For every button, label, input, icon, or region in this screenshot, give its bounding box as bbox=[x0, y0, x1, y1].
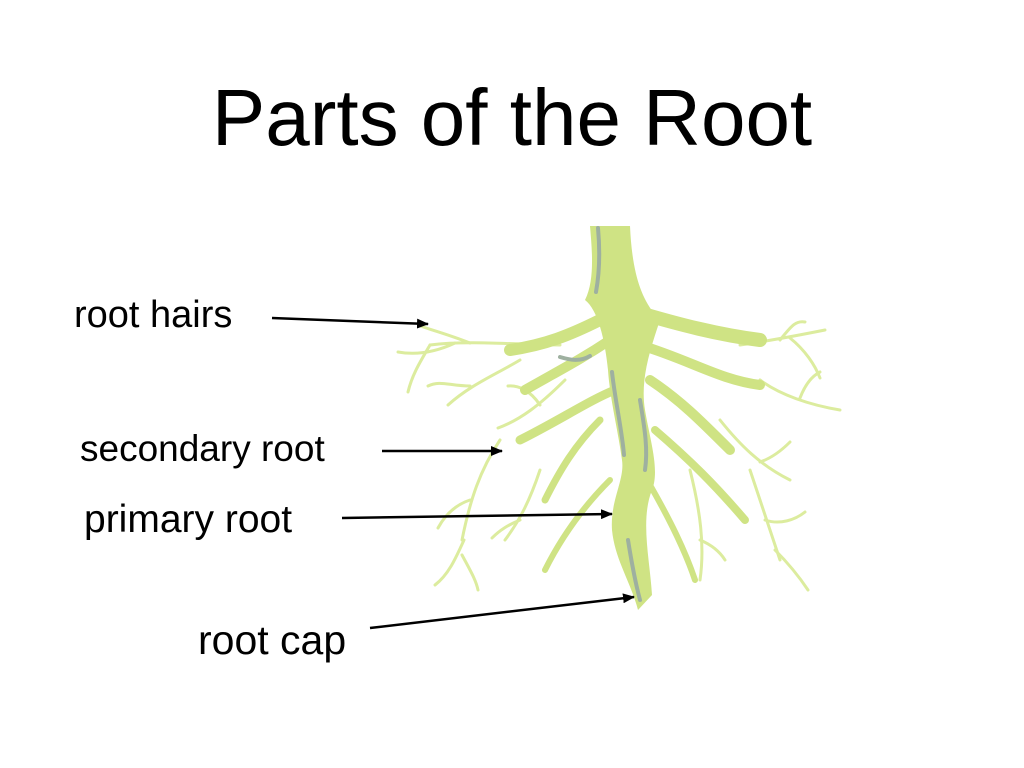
label-root-cap: root cap bbox=[198, 617, 347, 663]
arrow-root-hairs bbox=[271, 316, 429, 329]
label-primary-root: primary root bbox=[84, 498, 293, 541]
label-secondary-root: secondary root bbox=[80, 428, 325, 469]
label-root-hairs: root hairs bbox=[74, 294, 233, 336]
arrow-root-cap bbox=[369, 593, 635, 630]
arrow-primary-root bbox=[341, 509, 613, 520]
root-illustration bbox=[396, 226, 842, 610]
secondary-roots bbox=[504, 303, 767, 583]
slide-title: Parts of the Root bbox=[211, 73, 813, 162]
root-shading bbox=[558, 226, 649, 602]
primary-root-body bbox=[585, 226, 660, 610]
label-arrows bbox=[271, 316, 635, 630]
